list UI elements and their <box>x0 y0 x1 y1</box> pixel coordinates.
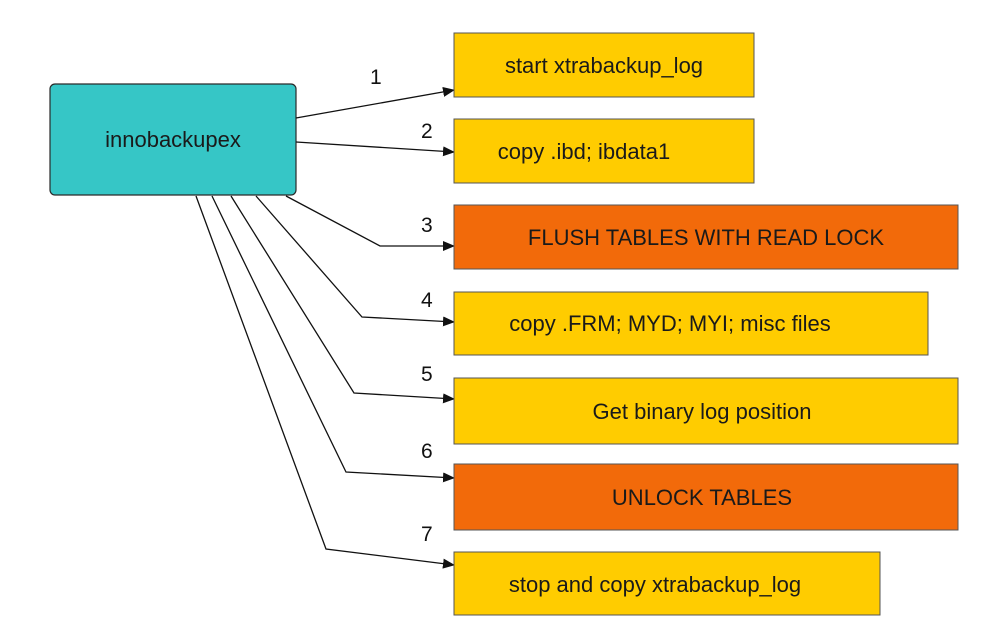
step-number-4: 4 <box>421 289 433 312</box>
step-box-7-label: stop and copy xtrabackup_log <box>509 572 801 597</box>
step-box-6: UNLOCK TABLES <box>453 463 959 531</box>
step-number-1: 1 <box>370 66 382 89</box>
step-box-6-rect <box>453 463 959 531</box>
step-box-4-rect <box>453 291 929 356</box>
step-box-6-label: UNLOCK TABLES <box>612 485 792 510</box>
source-node-label: innobackupex <box>105 127 241 152</box>
step-box-3-label: FLUSH TABLES WITH READ LOCK <box>528 225 884 250</box>
step-box-4-label: copy .FRM; MYD; MYI; misc files <box>509 311 830 336</box>
edges <box>195 86 455 569</box>
step-box-7-rect <box>453 551 881 616</box>
step-number-2: 2 <box>421 120 433 143</box>
step-box-4: copy .FRM; MYD; MYI; misc files <box>453 291 929 356</box>
edge-step-2 <box>295 141 455 157</box>
step-box-2-rect <box>453 118 755 184</box>
step-box-5-rect <box>453 377 959 445</box>
step-box-3-rect <box>453 204 959 270</box>
step-box-1-label: start xtrabackup_log <box>505 53 703 78</box>
step-box-1-rect <box>453 32 755 98</box>
step-box-2: copy .ibd; ibdata1 <box>453 118 755 184</box>
source-node: innobackupex <box>49 83 297 196</box>
source-node-box <box>49 83 297 196</box>
step-box-5: Get binary log position <box>453 377 959 445</box>
edge-step-7 <box>195 195 455 569</box>
step-boxes: start xtrabackup_log copy .ibd; ibdata1 … <box>453 32 959 616</box>
edge-step-3 <box>285 195 455 251</box>
step-box-2-label: copy .ibd; ibdata1 <box>498 139 670 164</box>
step-numbers: 1 2 3 4 5 6 7 <box>370 66 433 546</box>
step-box-3: FLUSH TABLES WITH READ LOCK <box>453 204 959 270</box>
step-box-7: stop and copy xtrabackup_log <box>453 551 881 616</box>
edge-step-5 <box>230 195 455 404</box>
step-box-1: start xtrabackup_log <box>453 32 755 98</box>
edge-step-6 <box>211 195 455 483</box>
edge-step-4 <box>255 195 455 327</box>
step-number-5: 5 <box>421 363 433 386</box>
step-box-5-label: Get binary log position <box>593 399 812 424</box>
step-number-6: 6 <box>421 440 433 463</box>
step-number-7: 7 <box>421 523 433 546</box>
edge-step-1 <box>295 86 455 119</box>
step-number-3: 3 <box>421 214 433 237</box>
